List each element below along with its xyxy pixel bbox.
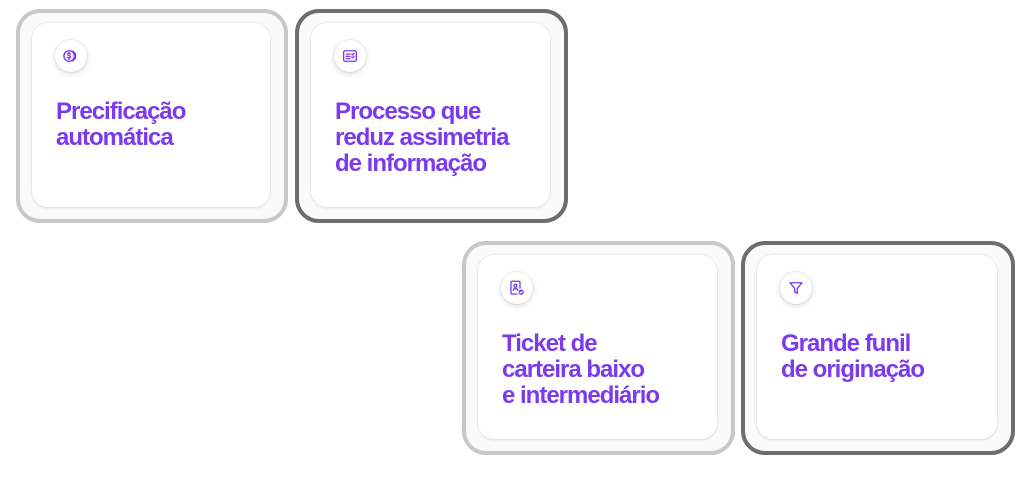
card-title: Precificação automática (56, 98, 186, 151)
document-list-icon (334, 40, 366, 72)
feature-card-ticket: Ticket de carteira baixo e intermediário (452, 241, 735, 463)
card-content: Precificação automática (32, 23, 270, 207)
feature-card-precificacao: Precificação automática (6, 9, 288, 231)
card-title: Ticket de carteira baixo e intermediário (502, 330, 660, 409)
card-title: Grande funil de originação (781, 330, 925, 383)
card-content: Processo que reduz assimetria de informa… (311, 23, 550, 207)
card-content: Grande funil de originação (757, 255, 997, 439)
card-content: Ticket de carteira baixo e intermediário (478, 255, 717, 439)
card-title: Processo que reduz assimetria de informa… (335, 98, 509, 177)
funnel-icon (780, 272, 812, 304)
coins-icon (55, 40, 87, 72)
id-card-check-icon (501, 272, 533, 304)
feature-card-funil: Grande funil de originação (731, 241, 1015, 463)
feature-card-processo: Processo que reduz assimetria de informa… (285, 9, 568, 231)
